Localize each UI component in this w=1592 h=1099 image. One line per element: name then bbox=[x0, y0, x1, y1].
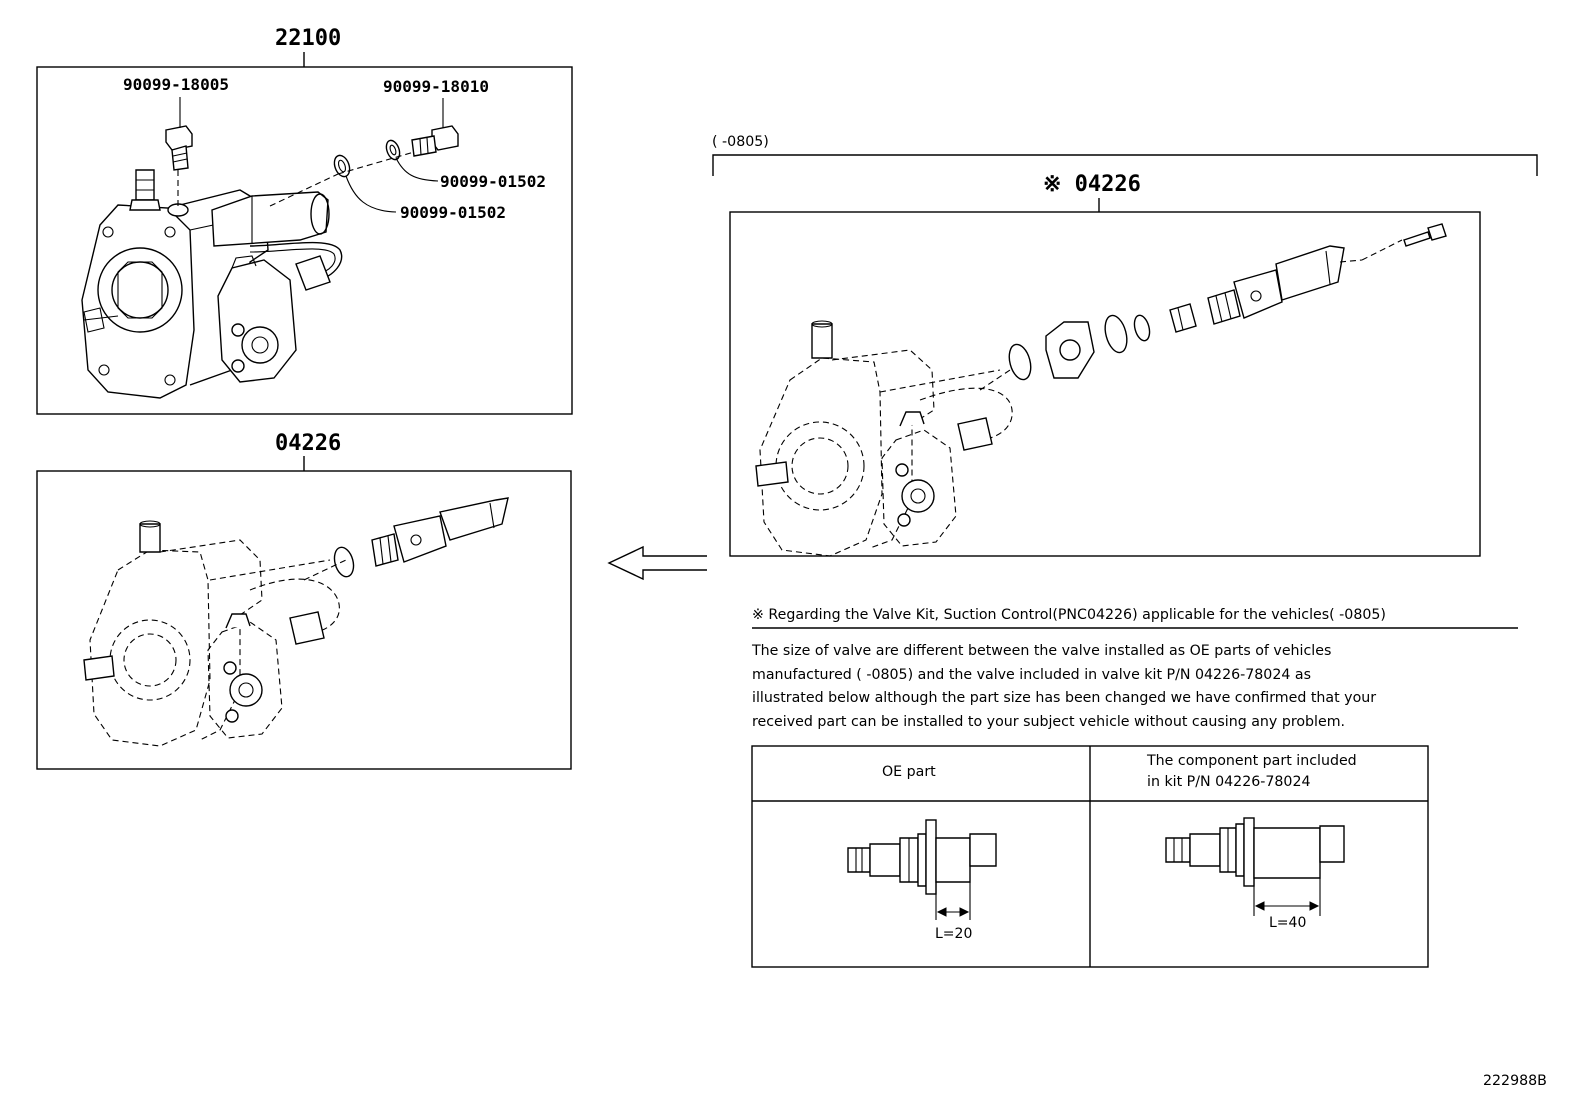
note-line: received part can be installed to your s… bbox=[752, 713, 1346, 730]
label-90099-01502-upper: 90099-01502 bbox=[440, 172, 546, 191]
note-title: ※ Regarding the Valve Kit, Suction Contr… bbox=[752, 607, 1386, 623]
label-range-bracket: ( -0805) bbox=[712, 134, 769, 150]
label-90099-18010: 90099-18010 bbox=[383, 77, 489, 96]
pump-illustration-lower-dashed bbox=[83, 520, 347, 747]
dimension-l40: L=40 bbox=[1269, 915, 1307, 931]
note-line: manufactured ( -0805) and the valve incl… bbox=[752, 666, 1311, 683]
kit-box-04226-right bbox=[729, 198, 1481, 557]
oe-part-valve bbox=[847, 819, 997, 920]
gasket-lower bbox=[333, 154, 397, 213]
note-line: illustrated below although the part size… bbox=[752, 690, 1377, 706]
screw-right bbox=[1403, 223, 1447, 247]
left-arrow-icon bbox=[607, 545, 707, 581]
o-ring-left bbox=[333, 546, 355, 578]
label-90099-18005: 90099-18005 bbox=[123, 75, 229, 94]
pump-illustration-top bbox=[81, 147, 429, 399]
range-bracket bbox=[712, 154, 1538, 176]
bolt-90099-18010 bbox=[411, 98, 459, 157]
label-04226-left: 04226 bbox=[275, 431, 342, 456]
table-header-kit-line1: The component part included bbox=[1147, 753, 1357, 769]
kit-box-04226-left bbox=[36, 456, 572, 770]
suction-valve-right bbox=[1207, 239, 1403, 325]
label-90099-01502-lower: 90099-01502 bbox=[400, 203, 506, 222]
o-ring-right-2 bbox=[1104, 314, 1151, 354]
comparison-table bbox=[751, 745, 1429, 968]
valve-insert-right bbox=[1169, 303, 1197, 333]
o-ring-right-1 bbox=[1008, 343, 1032, 381]
note-line: The size of valve are different between … bbox=[752, 643, 1332, 659]
note-paragraph: The size of valve are different between … bbox=[752, 640, 1376, 734]
kit-part-valve bbox=[1165, 817, 1345, 916]
table-header-kit-part: The component part included in kit P/N 0… bbox=[1147, 751, 1357, 793]
label-04226-right: ※ 04226 bbox=[1043, 172, 1141, 197]
spacer-plate-right bbox=[1045, 321, 1095, 379]
dimension-l20: L=20 bbox=[935, 926, 973, 942]
suction-valve-left bbox=[371, 497, 509, 567]
table-header-oe-part: OE part bbox=[882, 764, 936, 780]
gasket-upper bbox=[385, 139, 439, 182]
table-header-kit-line2: in kit P/N 04226-78024 bbox=[1147, 774, 1311, 790]
bolt-90099-18005 bbox=[165, 97, 193, 171]
pump-illustration-right-dashed bbox=[755, 320, 1013, 557]
assembly-box-22100 bbox=[36, 52, 573, 415]
label-22100: 22100 bbox=[275, 26, 342, 51]
figure-id: 222988B bbox=[1483, 1073, 1547, 1089]
